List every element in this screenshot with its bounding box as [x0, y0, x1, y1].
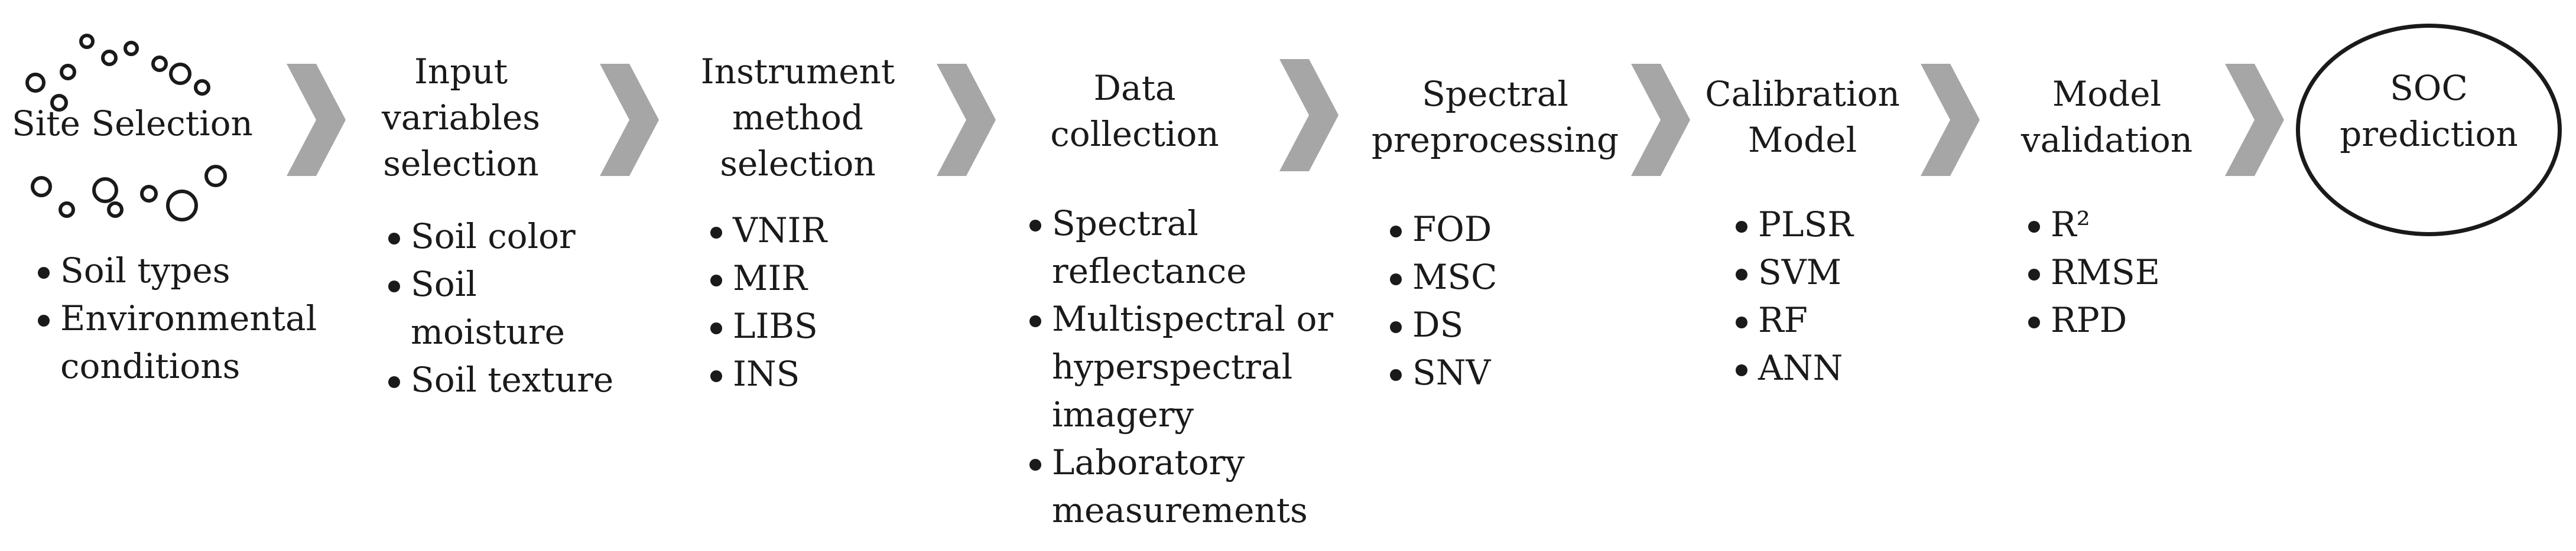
list-item: RPD	[2027, 296, 2160, 344]
step-title-spectral-preprocessing: Spectral preprocessing	[1371, 74, 1619, 160]
list-item: FOD	[1389, 206, 1497, 253]
list-item: ANN	[1734, 344, 1853, 392]
list-item: RF	[1734, 296, 1853, 344]
step-title-site-selection: Site Selection	[12, 103, 253, 144]
spectral-preprocessing-list: FOD MSC DS SNV	[1389, 206, 1497, 397]
list-item: Soil color	[387, 213, 613, 260]
list-item: Environmental conditions	[37, 295, 332, 390]
list-item: RMSE	[2027, 249, 2160, 296]
list-item: Multispectral or hyperspectral imagery	[1028, 295, 1359, 439]
list-item: Laboratory measurements	[1028, 439, 1324, 534]
sample-circle	[194, 79, 210, 96]
list-item: R²	[2027, 201, 2160, 249]
sample-circle	[204, 165, 227, 187]
sample-circle	[169, 63, 191, 85]
list-item: Soil types	[37, 247, 332, 295]
list-item: SNV	[1389, 349, 1497, 397]
calibration-model-list: PLSR SVM RF ANN	[1734, 201, 1853, 392]
chevron-arrow-icon	[937, 64, 996, 176]
list-item: SVM	[1734, 249, 1853, 296]
soil-samples-illustration	[25, 34, 227, 221]
list-item: PLSR	[1734, 201, 1853, 249]
chevron-arrow-icon	[600, 64, 659, 176]
sample-circle	[31, 176, 52, 197]
list-item: Soil moisture	[387, 260, 576, 356]
list-item: DS	[1389, 301, 1497, 349]
sample-circle	[107, 201, 124, 218]
step-title-input-variables: Input variables selection	[382, 51, 540, 184]
instrument-method-list: VNIR MIR LIBS INS	[709, 207, 827, 398]
chevron-arrow-icon	[2225, 64, 2284, 176]
list-item: Soil texture	[387, 356, 613, 404]
sample-circle	[50, 94, 68, 112]
list-item: VNIR	[709, 207, 827, 255]
list-item: LIBS	[709, 302, 827, 350]
chevron-arrow-icon	[1631, 64, 1690, 176]
list-item: Spectral reflectance	[1028, 200, 1300, 295]
input-variables-list: Soil color Soil moisture Soil texture	[387, 213, 613, 404]
step-title-instrument-method: Instrument method selection	[700, 51, 895, 184]
soc-prediction-ellipse	[2296, 24, 2562, 236]
sample-circle	[166, 190, 198, 221]
step-title-calibration-model: Calibration Model	[1705, 74, 1900, 160]
list-item: MIR	[709, 255, 827, 302]
step-title-model-validation: Model validation	[2020, 74, 2193, 160]
sample-circle	[59, 201, 75, 218]
sample-circle	[101, 50, 118, 66]
step-title-soc-prediction: SOC prediction	[2340, 68, 2518, 154]
sample-circle	[151, 56, 168, 72]
sample-circle	[25, 73, 46, 93]
data-collection-list: Spectral reflectance Multispectral or hy…	[1028, 200, 1359, 534]
sample-circle	[60, 64, 76, 80]
sample-circle	[92, 177, 118, 203]
chevron-arrow-icon	[1921, 64, 1980, 176]
chevron-arrow-icon	[287, 64, 346, 176]
step-title-data-collection: Data collection	[1050, 68, 1219, 154]
list-item: MSC	[1389, 253, 1497, 301]
list-item: INS	[709, 350, 827, 398]
site-selection-list: Soil types Environmental conditions	[37, 247, 332, 390]
sample-circle	[140, 185, 158, 203]
sample-circle	[79, 34, 95, 49]
model-validation-list: R² RMSE RPD	[2027, 201, 2160, 344]
chevron-arrow-icon	[1279, 59, 1339, 171]
sample-circle	[124, 41, 139, 56]
